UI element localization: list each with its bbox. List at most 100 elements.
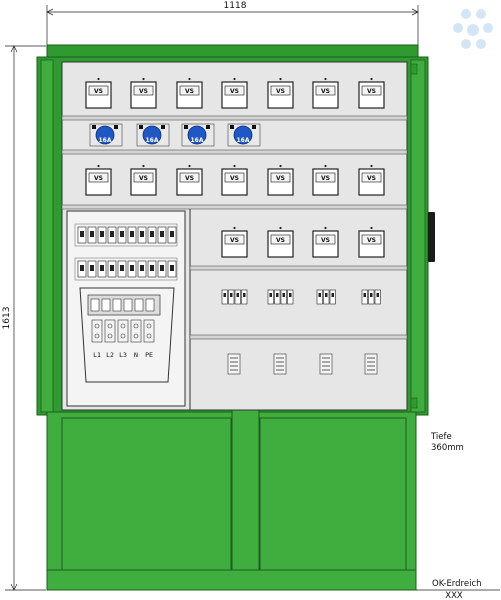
meter-label: VS xyxy=(230,88,239,95)
cabinet-roof xyxy=(46,44,419,59)
terminal-cover xyxy=(79,287,175,383)
circuit-breaker xyxy=(97,260,107,278)
meter-label: VS xyxy=(367,237,376,244)
cee-socket: 16A xyxy=(181,123,215,147)
meter-screw xyxy=(324,77,327,81)
rcd-breaker xyxy=(267,289,294,305)
meter-label: VS xyxy=(139,88,148,95)
ground-label: OK-Erdreich xyxy=(432,579,482,589)
meter-label: VS xyxy=(276,175,285,182)
cee-socket: 16A xyxy=(136,123,170,147)
terminal-block xyxy=(130,319,142,343)
meter-screw xyxy=(188,77,191,81)
main-switch-pole xyxy=(145,298,155,312)
water-tap-logo-icon xyxy=(453,9,493,49)
rail-right-low xyxy=(189,334,408,340)
meter-label: VS xyxy=(185,175,194,182)
main-switch-pole xyxy=(90,298,100,312)
socket-rating: 16A xyxy=(237,137,250,144)
width-label: 1118 xyxy=(224,1,247,11)
terminal-label: N xyxy=(134,351,138,359)
fuse-holder xyxy=(319,353,333,375)
rail-top xyxy=(61,115,408,121)
meter: VS xyxy=(176,164,203,196)
terminal-block xyxy=(143,319,155,343)
meter: VS xyxy=(267,77,294,109)
meter: VS xyxy=(221,77,248,109)
terminal-label: L1 xyxy=(93,351,101,359)
meter-label: VS xyxy=(321,175,330,182)
meter-screw xyxy=(370,164,373,168)
ground-mark: XXX xyxy=(445,591,463,600)
width-dimension xyxy=(46,5,419,48)
meter-screw xyxy=(188,164,191,168)
meter-screw xyxy=(324,226,327,230)
door-hinge-bottom xyxy=(410,397,418,409)
terminal-label: L3 xyxy=(119,351,127,359)
meter: VS xyxy=(85,77,112,109)
meter-screw xyxy=(142,77,145,81)
terminal-label: L2 xyxy=(106,351,114,359)
cabinet-base xyxy=(46,409,417,591)
circuit-breaker xyxy=(137,260,147,278)
meter-label: VS xyxy=(367,88,376,95)
meter-label: VS xyxy=(139,175,148,182)
meter-label: VS xyxy=(230,175,239,182)
terminal-label: PE xyxy=(145,351,153,359)
meter-screw xyxy=(279,164,282,168)
breaker-group xyxy=(77,226,177,278)
main-switch-pole xyxy=(101,298,111,312)
meter: VS xyxy=(358,77,385,109)
rail-second xyxy=(61,149,408,155)
right-door-edge xyxy=(410,59,426,413)
circuit-breaker xyxy=(147,260,157,278)
meter: VS xyxy=(312,77,339,109)
circuit-breaker xyxy=(137,226,147,244)
meter-screw xyxy=(370,226,373,230)
depth-value: 360mm xyxy=(431,443,464,453)
meter-label: VS xyxy=(321,88,330,95)
meter-label: VS xyxy=(321,237,330,244)
meter: VS xyxy=(176,77,203,109)
meter: VS xyxy=(85,164,112,196)
meter: VS xyxy=(130,77,157,109)
terminal-group: L1 L2 L3 N PE xyxy=(90,298,155,359)
left-door-edge xyxy=(40,59,54,413)
rcd-breaker xyxy=(221,289,248,305)
terminal-block xyxy=(104,319,116,343)
meter-screw xyxy=(370,77,373,81)
meter: VS xyxy=(221,226,248,258)
circuit-breaker xyxy=(77,226,87,244)
meter: VS xyxy=(267,164,294,196)
meter-screw xyxy=(142,164,145,168)
circuit-breaker xyxy=(127,260,137,278)
meter: VS xyxy=(312,226,339,258)
terminal-block xyxy=(91,319,103,343)
meter-screw xyxy=(233,226,236,230)
main-switch-pole xyxy=(134,298,144,312)
meter-label: VS xyxy=(276,88,285,95)
door-hinge-top xyxy=(410,63,418,75)
meter-label: VS xyxy=(367,175,376,182)
circuit-breaker xyxy=(97,226,107,244)
rcd-group xyxy=(221,289,381,305)
circuit-breaker xyxy=(157,226,167,244)
circuit-breaker xyxy=(107,260,117,278)
rcd-breaker xyxy=(316,289,336,305)
height-dimension xyxy=(5,45,46,591)
circuit-breaker xyxy=(87,260,97,278)
meter: VS xyxy=(358,226,385,258)
cee-socket: 16A xyxy=(89,123,123,147)
socket-rating: 16A xyxy=(99,137,112,144)
main-switch-pole xyxy=(112,298,122,312)
circuit-breaker xyxy=(77,260,87,278)
meter-screw xyxy=(97,77,100,81)
meter-screw xyxy=(279,226,282,230)
circuit-breaker xyxy=(127,226,137,244)
circuit-breaker xyxy=(167,226,177,244)
door-lock-icon xyxy=(428,212,435,262)
depth-label: Tiefe xyxy=(430,432,452,442)
breaker-row-lower xyxy=(74,257,178,281)
